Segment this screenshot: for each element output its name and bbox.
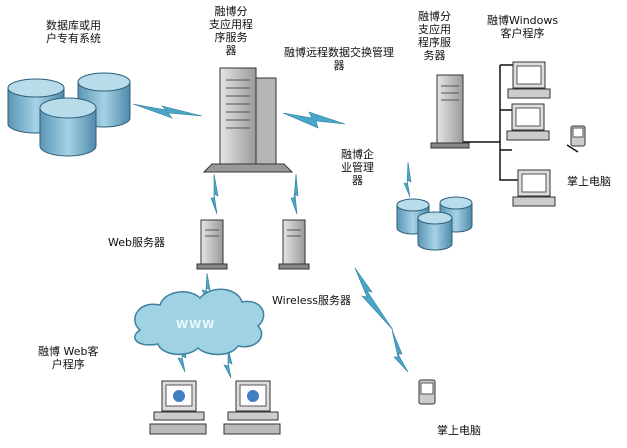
link-wireless-to-palm: [354, 267, 394, 331]
db-cylinder-3: [39, 97, 97, 157]
enterprise-db-cluster: [396, 196, 473, 251]
web-client-pc-1: [149, 380, 207, 435]
dist-app-server-line-3: 程序服: [418, 36, 451, 49]
desktop-3: [512, 169, 556, 207]
link-db-to-server: [132, 103, 203, 119]
db-user-system-label: 数据库或用 户专有系统: [46, 19, 101, 45]
web-client-line-2: 户程序: [51, 358, 85, 371]
branch-app-server-line-1: 融博分: [214, 5, 248, 18]
web-client-label: 融博 Web客 户程序: [38, 345, 98, 371]
web-server-label: Web服务器: [108, 236, 165, 249]
link-server-to-remote: [282, 111, 346, 129]
palmtop-icon-bottom: [418, 379, 436, 405]
dist-app-server-line-1: 融博分: [418, 10, 451, 23]
remote-exchange-line-1: 融博远程数据交换管理: [284, 46, 394, 59]
desktop-2: [506, 103, 550, 141]
app-server-icon: [202, 67, 294, 173]
desktop-1: [507, 61, 551, 99]
wireless-server-icon: [278, 219, 310, 270]
web-client-pc-2: [223, 380, 281, 435]
link-server-to-wireless: [290, 173, 299, 215]
branch-app-server-line-3: 序服务: [214, 31, 248, 44]
palmtop-icon-right: [570, 125, 586, 147]
dist-app-server-icon: [430, 74, 470, 149]
dist-app-server-line-4: 务器: [423, 49, 446, 62]
enterprise-mgr-line-1: 融博企: [341, 148, 374, 161]
link-branch-to-db: [403, 161, 412, 198]
enterprise-mgr-line-3: 器: [352, 174, 363, 187]
dist-app-server-line-2: 支应用: [418, 23, 451, 36]
dist-app-server-label: 融博分 支应用 程序服 务器: [418, 10, 451, 62]
wireless-server-label: Wireless服务器: [272, 294, 352, 307]
database-cluster: [7, 72, 131, 157]
link-server-to-web: [210, 173, 219, 215]
www-cloud: [134, 288, 265, 356]
web-server-icon: [196, 219, 228, 270]
web-client-computers: [149, 380, 281, 435]
db-user-system-line-2: 户专有系统: [46, 32, 101, 45]
palmtop-right-label: 掌上电脑: [567, 175, 611, 188]
remote-exchange-line-2: 器: [333, 59, 345, 72]
branch-app-server-line-2: 支应用程: [209, 18, 253, 31]
lightning-links: [132, 103, 412, 379]
enterprise-mgr-line-2: 业管理: [341, 161, 374, 174]
branch-app-server-label: 融博分 支应用程 序服务 器: [209, 5, 253, 57]
link-palm-to-palm: [391, 329, 409, 373]
windows-client-line-2: 客户程序: [500, 27, 545, 40]
remote-exchange-label: 融博远程数据交换管理 器: [284, 46, 394, 72]
windows-client-label: 融博Windows 客户程序: [487, 14, 558, 40]
db-user-system-line-1: 数据库或用: [46, 19, 101, 32]
web-client-line-1: 融博 Web客: [38, 345, 99, 358]
enterprise-mgr-label: 融博企 业管理 器: [341, 148, 374, 187]
windows-client-line-1: 融博Windows: [487, 14, 559, 27]
windows-client-computers: [506, 61, 556, 207]
www-label: WWW: [176, 318, 216, 331]
branch-app-server-line-4: 器: [225, 44, 237, 57]
link-cloud-to-pc2: [223, 347, 233, 379]
palmtop-bottom-label: 掌上电脑: [437, 424, 481, 437]
